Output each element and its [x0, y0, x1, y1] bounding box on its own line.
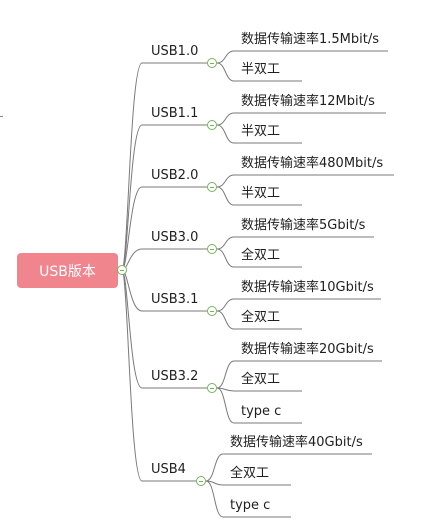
connector-branch-to-child	[205, 480, 291, 518]
child-node-data-rate[interactable]: 数据传输速率12Mbit/s	[241, 94, 375, 109]
connector-branch-to-child	[216, 236, 374, 250]
connector-branch-to-child	[216, 387, 302, 392]
connector-branch-to-child	[205, 480, 291, 486]
child-node-connector-type[interactable]: type c	[230, 498, 271, 513]
branch-node-usb4[interactable]: USB4	[151, 462, 186, 477]
child-node-data-rate[interactable]: 数据传输速率10Gbit/s	[241, 280, 374, 295]
connector-root-to-usb3-2	[121, 269, 207, 389]
root-node[interactable]: USB版本	[17, 253, 118, 288]
branch-node-usb1-1[interactable]: USB1.1	[151, 106, 199, 121]
child-node-data-rate[interactable]: 数据传输速率40Gbit/s	[230, 435, 363, 450]
connector-branch-to-child	[216, 112, 386, 126]
child-node-duplex-mode[interactable]: 全双工	[241, 372, 281, 387]
connector-root-to-usb2-0	[121, 186, 207, 271]
branch-collapse-toggle-icon[interactable]	[207, 120, 217, 130]
connector-root-to-usb1-1	[121, 124, 207, 271]
connector-branch-to-child	[205, 453, 372, 482]
child-node-data-rate[interactable]: 数据传输速率1.5Mbit/s	[241, 32, 380, 47]
child-node-duplex-mode[interactable]: 半双工	[241, 62, 281, 77]
connector-branch-to-child	[216, 174, 394, 188]
branch-collapse-toggle-icon[interactable]	[196, 476, 206, 486]
connector-branch-to-child	[216, 186, 302, 206]
connector-branch-to-child	[216, 124, 302, 144]
connector-branch-to-child	[216, 298, 381, 312]
child-node-duplex-mode[interactable]: 全双工	[241, 248, 281, 263]
connector-branch-to-child	[216, 248, 302, 268]
child-node-connector-type[interactable]: type c	[241, 404, 282, 419]
branch-node-usb1-0[interactable]: USB1.0	[151, 44, 199, 59]
root-node-label: USB版本	[39, 263, 96, 280]
branch-node-usb3-0[interactable]: USB3.0	[151, 230, 199, 245]
connector-branch-to-child	[216, 387, 302, 424]
connector-branch-to-child	[216, 360, 382, 389]
edge-tick-mark	[0, 116, 3, 117]
branch-node-usb3-1[interactable]: USB3.1	[151, 292, 199, 307]
branch-collapse-toggle-icon[interactable]	[207, 58, 217, 68]
connector-root-to-usb4	[121, 269, 196, 482]
branch-collapse-toggle-icon[interactable]	[207, 182, 217, 192]
child-node-duplex-mode[interactable]: 半双工	[241, 186, 281, 201]
connector-branch-to-child	[216, 50, 388, 64]
branch-collapse-toggle-icon[interactable]	[207, 306, 217, 316]
root-collapse-toggle-icon[interactable]	[117, 265, 127, 275]
connector-branch-to-child	[216, 62, 302, 82]
child-node-duplex-mode[interactable]: 半双工	[241, 124, 281, 139]
child-node-duplex-mode[interactable]: 全双工	[241, 310, 281, 325]
branch-collapse-toggle-icon[interactable]	[207, 244, 217, 254]
child-node-data-rate[interactable]: 数据传输速率480Mbit/s	[241, 156, 384, 171]
branch-collapse-toggle-icon[interactable]	[207, 383, 217, 393]
branch-node-usb2-0[interactable]: USB2.0	[151, 168, 199, 183]
child-node-data-rate[interactable]: 数据传输速率20Gbit/s	[241, 342, 374, 357]
child-node-duplex-mode[interactable]: 全双工	[230, 466, 270, 481]
connector-branch-to-child	[216, 310, 302, 330]
child-node-data-rate[interactable]: 数据传输速率5Gbit/s	[241, 218, 366, 233]
branch-node-usb3-2[interactable]: USB3.2	[151, 369, 199, 384]
connector-root-to-usb3-0	[121, 248, 207, 271]
